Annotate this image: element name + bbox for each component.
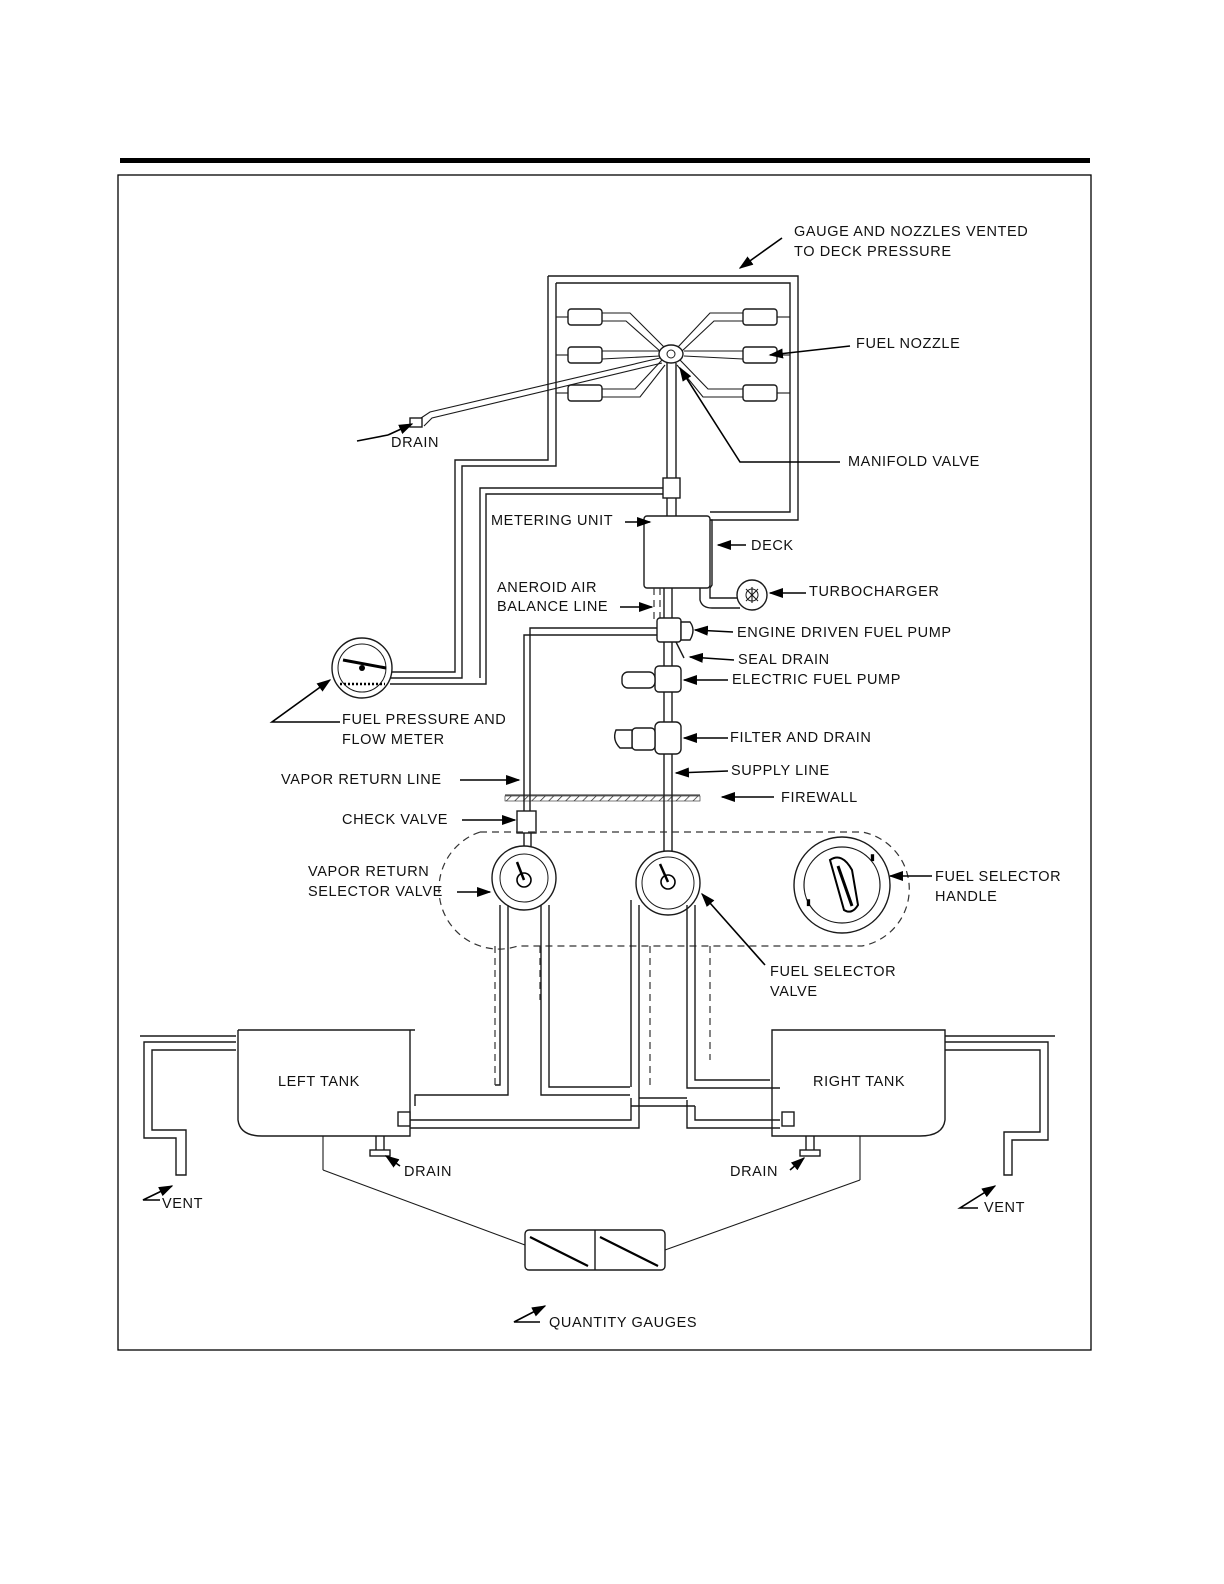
label-fuel-selector-handle-1: FUEL SELECTOR <box>935 869 1061 885</box>
label-fuel-selector-valve-1: FUEL SELECTOR <box>770 964 896 980</box>
label-metering-unit: METERING UNIT <box>491 513 613 529</box>
label-check-valve: CHECK VALVE <box>342 812 448 828</box>
label-drain-upper: DRAIN <box>391 435 439 451</box>
pressure-tap-line <box>390 477 681 685</box>
filter-and-drain <box>613 721 682 755</box>
label-deck: DECK <box>751 538 794 554</box>
label-fuel-selector-handle-2: HANDLE <box>935 889 997 905</box>
svg-text:▮: ▮ <box>870 852 875 862</box>
label-fuel-pressure-and: FUEL PRESSURE AND <box>342 712 506 728</box>
firewall <box>504 794 701 802</box>
nozzle-vent-enclosure <box>340 275 799 679</box>
callout-arrows <box>142 237 997 1323</box>
label-vapor-return: VAPOR RETURN <box>308 864 429 880</box>
label-electric-fuel-pump: ELECTRIC FUEL PUMP <box>732 672 901 688</box>
label-seal-drain: SEAL DRAIN <box>738 652 830 668</box>
tank-feed-lines <box>410 900 780 1129</box>
label-engine-driven-fuel-pump: ENGINE DRIVEN FUEL PUMP <box>737 625 952 641</box>
label-quantity-gauges: QUANTITY GAUGES <box>549 1315 697 1331</box>
nozzle-lines <box>409 312 744 428</box>
label-flow-meter: FLOW METER <box>342 732 445 748</box>
fuel-nozzles <box>556 308 790 402</box>
label-firewall: FIREWALL <box>781 790 858 806</box>
label-fuel-nozzle: FUEL NOZZLE <box>856 336 960 352</box>
label-vent-left: VENT <box>162 1196 203 1212</box>
metering-unit <box>643 515 713 589</box>
label-drain-right: DRAIN <box>730 1164 778 1180</box>
label-to-deck-pressure: TO DECK PRESSURE <box>794 244 952 260</box>
label-gauge-nozzles-vented: GAUGE AND NOZZLES VENTED <box>794 224 1028 240</box>
fuel-pressure-flow-meter <box>331 637 393 699</box>
selector-enclosure <box>438 831 910 950</box>
fuel-selector-valve <box>635 850 701 916</box>
check-valve <box>516 810 537 834</box>
electric-fuel-pump <box>621 665 682 693</box>
aneroid-balance-line <box>653 588 661 622</box>
figure-border <box>117 174 1092 1351</box>
label-left-tank: LEFT TANK <box>278 1074 360 1090</box>
label-balance-line: BALANCE LINE <box>497 599 608 615</box>
labels: GAUGE AND NOZZLES VENTED TO DECK PRESSUR… <box>162 224 1061 1331</box>
label-manifold-valve: MANIFOLD VALVE <box>848 454 980 470</box>
label-selector-valve: SELECTOR VALVE <box>308 884 443 900</box>
label-supply-line: SUPPLY LINE <box>731 763 830 779</box>
label-fuel-selector-valve-2: VALVE <box>770 984 818 1000</box>
label-vent-right: VENT <box>984 1200 1025 1216</box>
label-aneroid-air: ANEROID AIR <box>497 580 597 596</box>
turbocharger <box>699 579 768 611</box>
label-drain-left: DRAIN <box>404 1164 452 1180</box>
header-rule <box>120 158 1090 163</box>
manifold-valve <box>658 344 684 482</box>
label-vapor-return-line: VAPOR RETURN LINE <box>281 772 442 788</box>
engine-driven-fuel-pump <box>523 617 694 812</box>
right-tank <box>771 1029 1055 1180</box>
svg-text:▮: ▮ <box>806 897 811 907</box>
label-right-tank: RIGHT TANK <box>813 1074 905 1090</box>
quantity-gauges <box>322 1169 861 1271</box>
fuel-selector-handle: ▮ ▮ <box>793 836 891 934</box>
label-turbocharger: TURBOCHARGER <box>809 584 939 600</box>
vapor-return-selector-valve <box>491 845 557 911</box>
phantom-lines <box>494 946 711 1085</box>
left-tank <box>140 1029 415 1176</box>
label-filter-and-drain: FILTER AND DRAIN <box>730 730 871 746</box>
